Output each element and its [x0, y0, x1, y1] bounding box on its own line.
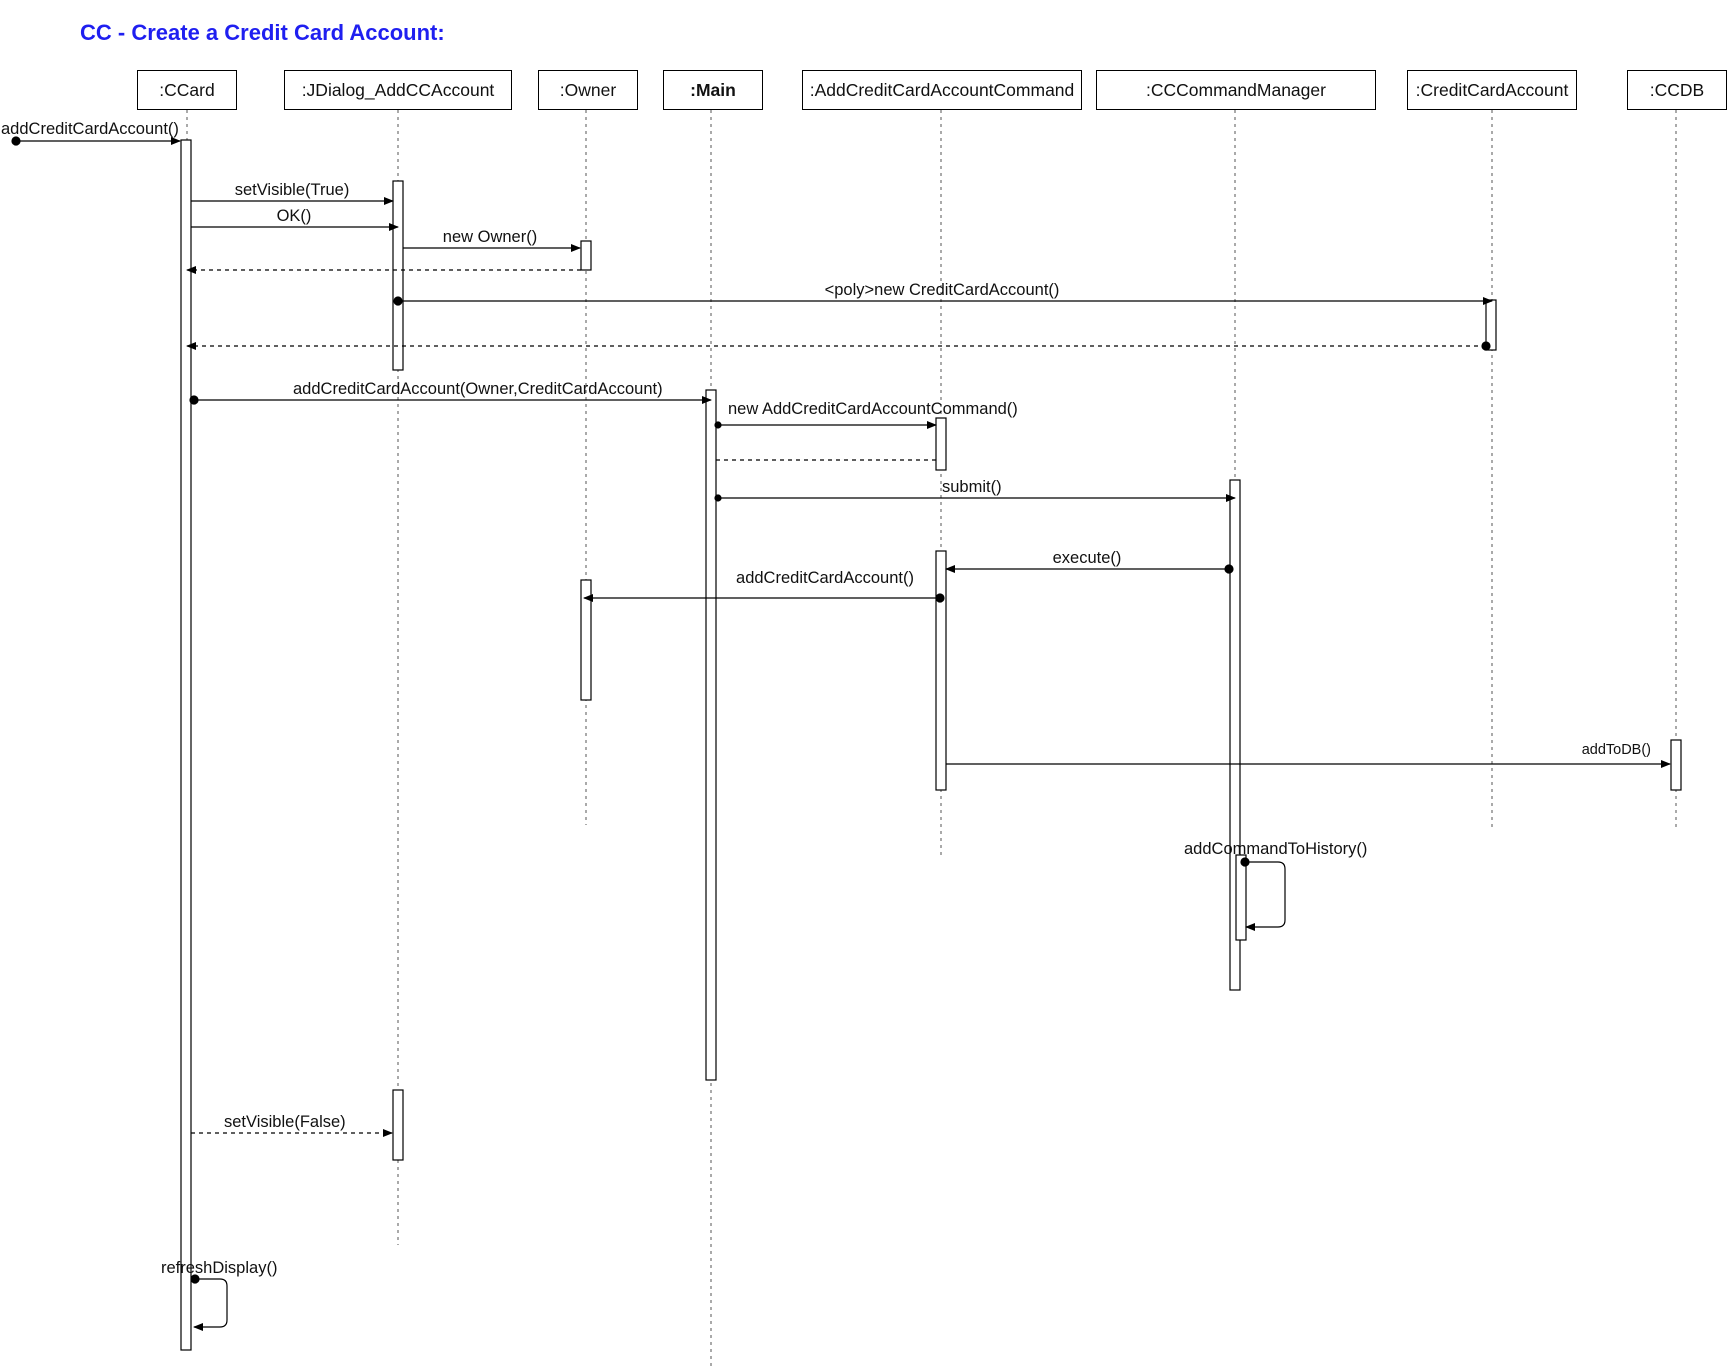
- activation-ccdb: [1670, 739, 1682, 791]
- lifeline-cca: :CreditCardAccount: [1407, 70, 1577, 110]
- lifeline-ccard: :CCard: [137, 70, 237, 110]
- message-label: setVisible(False): [224, 1113, 346, 1131]
- message-label: <poly>new CreditCardAccount(): [825, 281, 1060, 299]
- message-label: new AddCreditCardAccountCommand(): [728, 400, 1018, 418]
- message-label: addCreditCardAccount(): [1, 120, 179, 138]
- lifeline-ccdb: :CCDB: [1627, 70, 1727, 110]
- message-label: addCommandToHistory(): [1184, 840, 1367, 858]
- activation-main: [705, 389, 717, 1081]
- activation-cmdmgr: [1229, 479, 1241, 991]
- message-label: submit(): [942, 478, 1002, 496]
- message-label: OK(): [277, 207, 312, 225]
- message-add-command-to-history-arrow: [1245, 861, 1286, 931]
- activation-cmdmgr-nested: [1235, 854, 1247, 941]
- message-label: addToDB(): [1582, 742, 1651, 758]
- message-label: refreshDisplay(): [161, 1259, 277, 1277]
- activation-addcmd-2: [935, 550, 947, 791]
- lifeline-main: :Main: [663, 70, 763, 110]
- lifeline-jdialog: :JDialog_AddCCAccount: [284, 70, 512, 110]
- message-label: setVisible(True): [235, 181, 350, 199]
- activation-owner-1: [580, 240, 592, 271]
- activation-ccard: [180, 139, 192, 1351]
- lifeline-cmdmgr: :CCCommandManager: [1096, 70, 1376, 110]
- diagram-title: CC - Create a Credit Card Account:: [80, 20, 445, 45]
- lifeline-owner: :Owner: [538, 70, 638, 110]
- message-refresh-display-arrow: [193, 1278, 228, 1331]
- message-label: addCreditCardAccount(Owner,CreditCardAcc…: [293, 380, 663, 398]
- lifeline-addcmd: :AddCreditCardAccountCommand: [802, 70, 1082, 110]
- message-label: addCreditCardAccount(): [736, 569, 914, 587]
- activation-addcmd-1: [935, 417, 947, 471]
- message-label: new Owner(): [443, 228, 537, 246]
- activation-owner-2: [580, 579, 592, 701]
- message-label: execute(): [1053, 549, 1122, 567]
- activation-jdialog-1: [392, 180, 404, 371]
- activation-jdialog-2: [392, 1089, 404, 1161]
